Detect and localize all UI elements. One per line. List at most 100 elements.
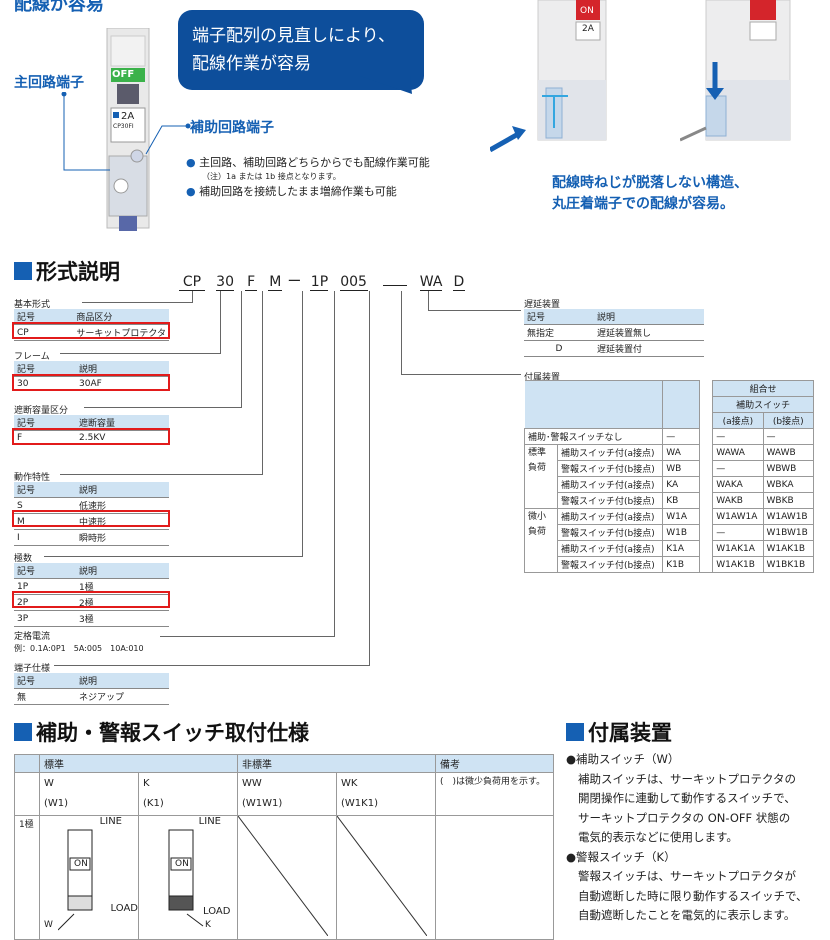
- table-cell: KB: [662, 492, 701, 509]
- blank-header: [662, 380, 701, 429]
- desc-line: 補助スイッチは、サーキットプロテクタの: [578, 771, 797, 786]
- load-label: LOAD: [203, 906, 231, 917]
- table-cell: 無: [14, 688, 76, 705]
- table-cell: WA: [662, 444, 701, 461]
- on-label: ON: [175, 859, 189, 869]
- bullet-dot-icon: ●: [186, 156, 196, 169]
- table-cell: W1AK1B: [712, 556, 764, 573]
- load-label: LOAD: [110, 903, 138, 914]
- table-cell: W1AK1A: [712, 540, 764, 557]
- table-cell: WBKB: [762, 492, 815, 509]
- table-cell: D: [524, 340, 594, 357]
- delay-title: 遅延装置: [524, 300, 561, 310]
- bubble-line-2: 配線作業が容易: [192, 54, 311, 74]
- aux-terminal-label: 補助回路端子: [190, 120, 274, 136]
- switch-spec-title-text: 補助・警報スイッチ取付仕様: [36, 721, 309, 745]
- rated-current: 定格電流 例：0.1A:0P1 5A:005 10A:010: [14, 632, 144, 654]
- table-cell: —: [712, 524, 764, 541]
- table-cell: 補助スイッチ付(a接点): [556, 508, 664, 525]
- table-cell: W1BK1B: [762, 556, 815, 573]
- right-rating-label: 2A: [582, 24, 594, 34]
- col-ww-label: WW: [242, 778, 262, 789]
- model-part-characteristic: M: [268, 274, 283, 291]
- micro-load-label: 微小負荷: [524, 508, 558, 573]
- diagram-wk-empty: [336, 815, 436, 940]
- breaker-off-label: OFF: [112, 69, 135, 80]
- switch-spec-title: 補助・警報スイッチ取付仕様: [14, 717, 309, 747]
- diagram-ww-empty: [237, 815, 337, 940]
- breaker-rating-label: 2A: [121, 111, 135, 122]
- table-cell: —: [762, 428, 815, 445]
- desc-line: 自動遮断した時に限り動作するスイッチで、: [578, 888, 808, 903]
- group-characteristic-title: 動作特性: [14, 473, 51, 483]
- desc-line: 開閉操作に連動して動作するスイッチで、: [578, 791, 796, 805]
- table-cell: 1極: [76, 578, 169, 595]
- header-cut-title: 配線が容易: [14, 0, 104, 15]
- col-header: 説明: [76, 673, 169, 689]
- desc-body-aux: 補助スイッチは、サーキットプロテクタの 開閉操作に連動して動作するスイッチで、 …: [566, 770, 828, 848]
- right-caption: 配線時ねじが脱落しない構造、 丸圧着端子での配線が容易。: [552, 173, 748, 215]
- bullet-dot-icon: ●: [186, 185, 196, 198]
- table-cell: WAWB: [762, 444, 815, 461]
- feature-bubble: 端子配列の見直しにより、 配線作業が容易: [178, 10, 424, 90]
- highlight-box: [12, 428, 170, 445]
- table-cell: 警報スイッチ付(b接点): [556, 492, 664, 509]
- table-cell: 補助スイッチ付(a接点): [556, 444, 664, 461]
- table-cell: 警報スイッチ付(b接点): [556, 524, 664, 541]
- col-header: 記号: [14, 563, 76, 579]
- col-k: K (K1): [138, 772, 238, 816]
- table-cell: サーキットプロテクタ: [73, 324, 169, 341]
- desc-body-alarm: 警報スイッチは、サーキットプロテクタが 自動遮断した時に限り動作するスイッチで、…: [566, 867, 828, 926]
- terminal-table: 記号説明 無ネジアップ: [14, 673, 169, 705]
- table-cell: K1B: [662, 556, 701, 573]
- model-part-current: 005: [339, 274, 368, 291]
- not-applicable-slash: [336, 815, 428, 937]
- breaker-illustration: [103, 27, 153, 233]
- col-header: 記号: [524, 309, 594, 325]
- accessory-table: 組合せ 補助スイッチ (a接点)(b接点) 補助･警報スイッチなし — — — …: [523, 380, 815, 573]
- table-cell: 無指定: [524, 324, 594, 341]
- col-header: 説明: [594, 309, 704, 325]
- col-header: 説明: [76, 482, 169, 498]
- col-k-label: K: [143, 778, 150, 789]
- rated-current-title: 定格電流: [14, 632, 51, 642]
- group-capacity-title: 遮断容量区分: [14, 406, 69, 416]
- table-cell: ネジアップ: [76, 688, 169, 705]
- model-part-frame: 30: [216, 274, 235, 291]
- col-header: 記号: [14, 361, 76, 377]
- table-cell: W1AK1B: [762, 540, 815, 557]
- col-k-sub: (K1): [143, 798, 164, 809]
- table-cell: I: [14, 529, 76, 546]
- highlight-box: [12, 591, 170, 608]
- col-header: 記号: [14, 482, 76, 498]
- col-w: W(W1): [39, 772, 139, 816]
- bubble-line-1: 端子配列の見直しにより、: [192, 26, 395, 46]
- top-note: （注）1a または 1b 接点となります。: [202, 172, 341, 181]
- table-cell: KA: [662, 476, 701, 493]
- table-cell: WB: [662, 460, 701, 477]
- desc-line: 電気的表示などに使用します。: [578, 830, 738, 844]
- group-poles-title: 極数: [14, 554, 33, 564]
- accessory-title: 付属装置: [524, 373, 561, 383]
- model-part-terminal: [382, 285, 407, 286]
- terminal-illustration-left: [488, 0, 620, 160]
- col-w-label: W: [44, 778, 54, 789]
- table-cell: 補助スイッチ付(a接点): [556, 476, 664, 493]
- table-cell: W1AW1B: [762, 508, 815, 525]
- table-cell: 補助･警報スイッチなし: [523, 428, 664, 445]
- desc-line: サーキットプロテクタの ON-OFF 状態の: [578, 810, 791, 825]
- group-basic-title: 基本形式: [14, 300, 51, 310]
- terminal-title: 端子仕様: [14, 664, 51, 674]
- combo-header: 組合せ: [712, 380, 814, 397]
- col-header: 商品区分: [73, 309, 169, 325]
- accessory-desc-body: ●補助スイッチ（W） 補助スイッチは、サーキットプロテクタの 開閉操作に連動して…: [566, 750, 828, 926]
- model-code: CP 30 F M ー 1P 005 WA D: [179, 271, 465, 291]
- section-square-icon: [566, 723, 584, 741]
- top-bullet-2-text: 補助回路を接続したまま増締作業も可能: [199, 185, 397, 198]
- diagram-k: LINE ON LOAD K: [138, 815, 238, 940]
- col-wk-label: WK: [341, 778, 358, 789]
- w-switch-label: W: [44, 920, 53, 930]
- top-bullet-2: ● 補助回路を接続したまま増締作業も可能: [186, 183, 430, 200]
